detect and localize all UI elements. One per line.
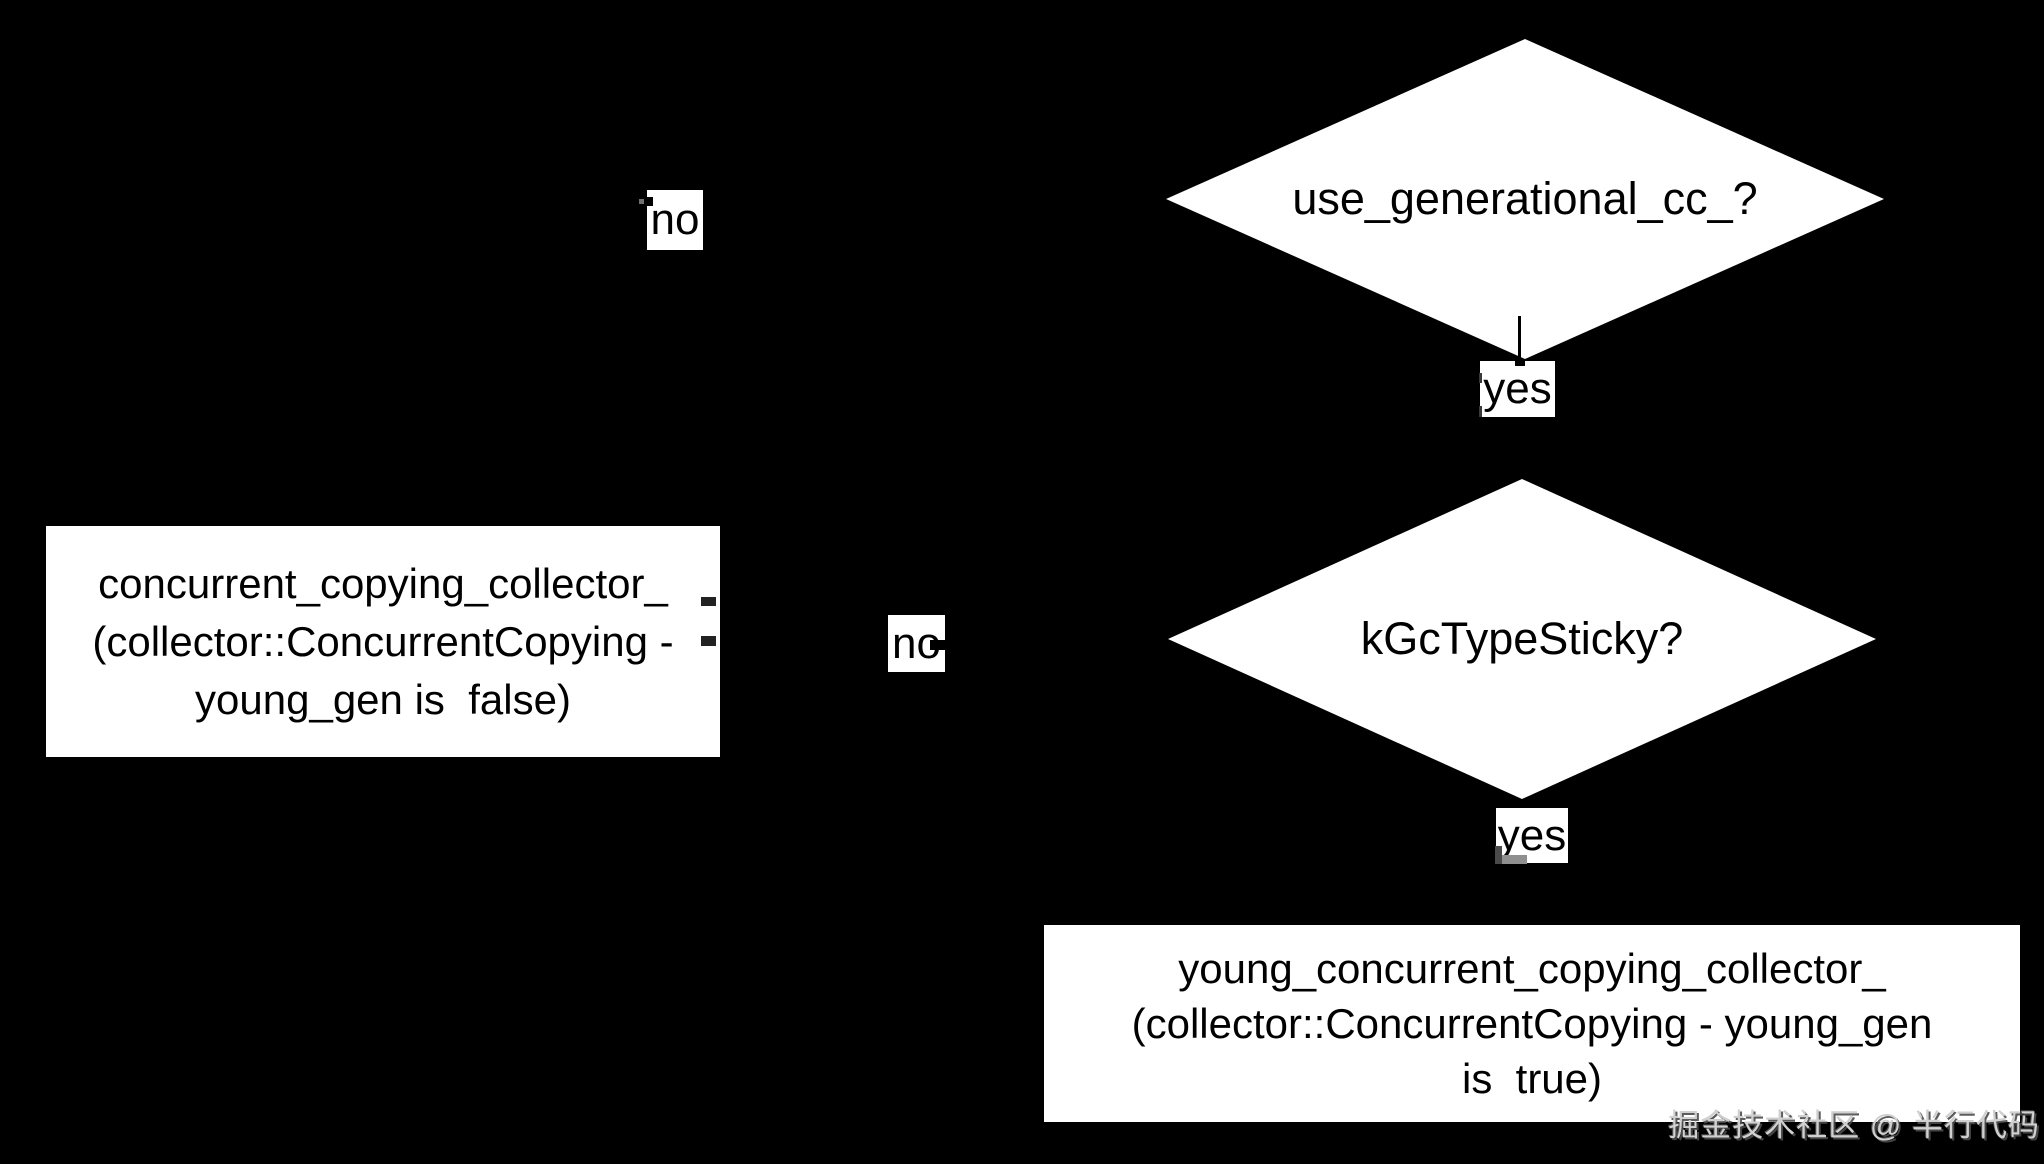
decision-kgctypesticky-label: kGcTypeSticky? (1360, 613, 1684, 664)
edge-mark-yes-mid-bracket-vertical (1495, 846, 1502, 864)
process-concurrent-copying-collector: concurrent_copying_collector_ (collector… (46, 526, 720, 757)
process-young-concurrent-copying-collector-line1: young_concurrent_copying_collector_ (1178, 945, 1886, 992)
edge-mark-arrowhead-left-box-upper (701, 597, 716, 606)
watermark: 掘金技术社区 @ 半行代码 (1668, 1108, 2040, 1143)
edge-label-yes-mid-text: yes (1497, 810, 1567, 860)
decision-use-generational-cc: use_generational_cc_? (1166, 39, 1884, 359)
edge-mark-decision-top-tip-line (1518, 316, 1521, 360)
edge-label-no-top: no (647, 190, 703, 250)
process-concurrent-copying-collector-line2: (collector::ConcurrentCopying - (92, 617, 674, 665)
process-concurrent-copying-collector-line3: young_gen is false) (195, 675, 571, 723)
edge-mark-yes-mid-bracket-horizontal (1502, 855, 1527, 864)
edge-label-no-top-text: no (650, 195, 700, 244)
edge-mark-no-top-outer-dot (639, 199, 644, 204)
edge-label-yes-top: yes (1480, 361, 1555, 417)
edge-label-yes-top-text: yes (1483, 364, 1552, 413)
edge-mark-yes-top-chip-left-lower (1479, 406, 1482, 417)
process-concurrent-copying-collector-line1: concurrent_copying_collector_ (98, 559, 668, 607)
edge-label-yes-mid: yes (1496, 808, 1568, 863)
edge-mark-no-mid-chip-dash (930, 640, 947, 650)
edge-mark-yes-top-chip-notch (1515, 361, 1525, 366)
process-young-concurrent-copying-collector-line2: (collector::ConcurrentCopying - young_ge… (1131, 1000, 1933, 1047)
edge-mark-arrowhead-left-box-lower (701, 636, 716, 646)
edge-mark-yes-top-chip-left-upper (1479, 373, 1482, 383)
decision-use-generational-cc-label: use_generational_cc_? (1292, 173, 1758, 224)
process-young-concurrent-copying-collector: young_concurrent_copying_collector_ (col… (1044, 925, 2020, 1122)
decision-kgctypesticky: kGcTypeSticky? (1168, 479, 1876, 799)
edge-mark-no-top-chip-notch (645, 197, 653, 206)
process-young-concurrent-copying-collector-line3: is true) (1461, 1055, 1603, 1102)
